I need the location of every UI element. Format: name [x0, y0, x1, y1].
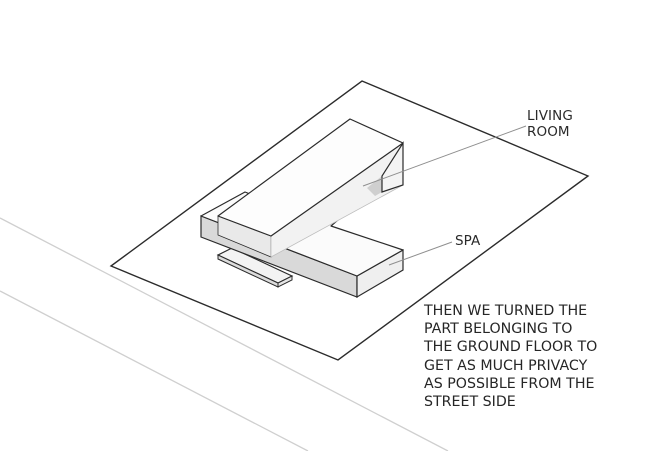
caption-line-2: PART BELONGING TO — [424, 321, 573, 338]
leader-spa — [388, 241, 453, 266]
caption-line-3: THE GROUND FLOOR TO — [424, 339, 598, 356]
leader-lines — [362, 125, 527, 266]
caption-line-1: THEN WE TURNED THE — [424, 303, 588, 319]
label-living-room: LIVING ROOM — [527, 108, 573, 140]
leader-living-room — [362, 125, 527, 187]
label-spa-text: SPA — [455, 233, 481, 249]
caption-line-6: STREET SIDE — [424, 394, 516, 411]
label-spa: SPA — [455, 233, 480, 249]
terrace-slab — [216, 247, 294, 288]
street-edges — [0, 217, 449, 451]
street-edge-upper — [0, 217, 449, 451]
living-room-block — [217, 118, 404, 258]
caption-line-5: AS POSSIBLE FROM THE — [424, 375, 595, 392]
label-living-room-line-1: LIVING — [527, 108, 573, 124]
label-living-room-line-2: ROOM — [527, 124, 570, 140]
street-edge-lower — [0, 290, 309, 451]
site-plot-outline — [109, 80, 590, 361]
diagram-caption: THEN WE TURNED THE PART BELONGING TO THE… — [424, 302, 597, 411]
caption-line-4: GET AS MUCH PRIVACY — [424, 357, 588, 374]
